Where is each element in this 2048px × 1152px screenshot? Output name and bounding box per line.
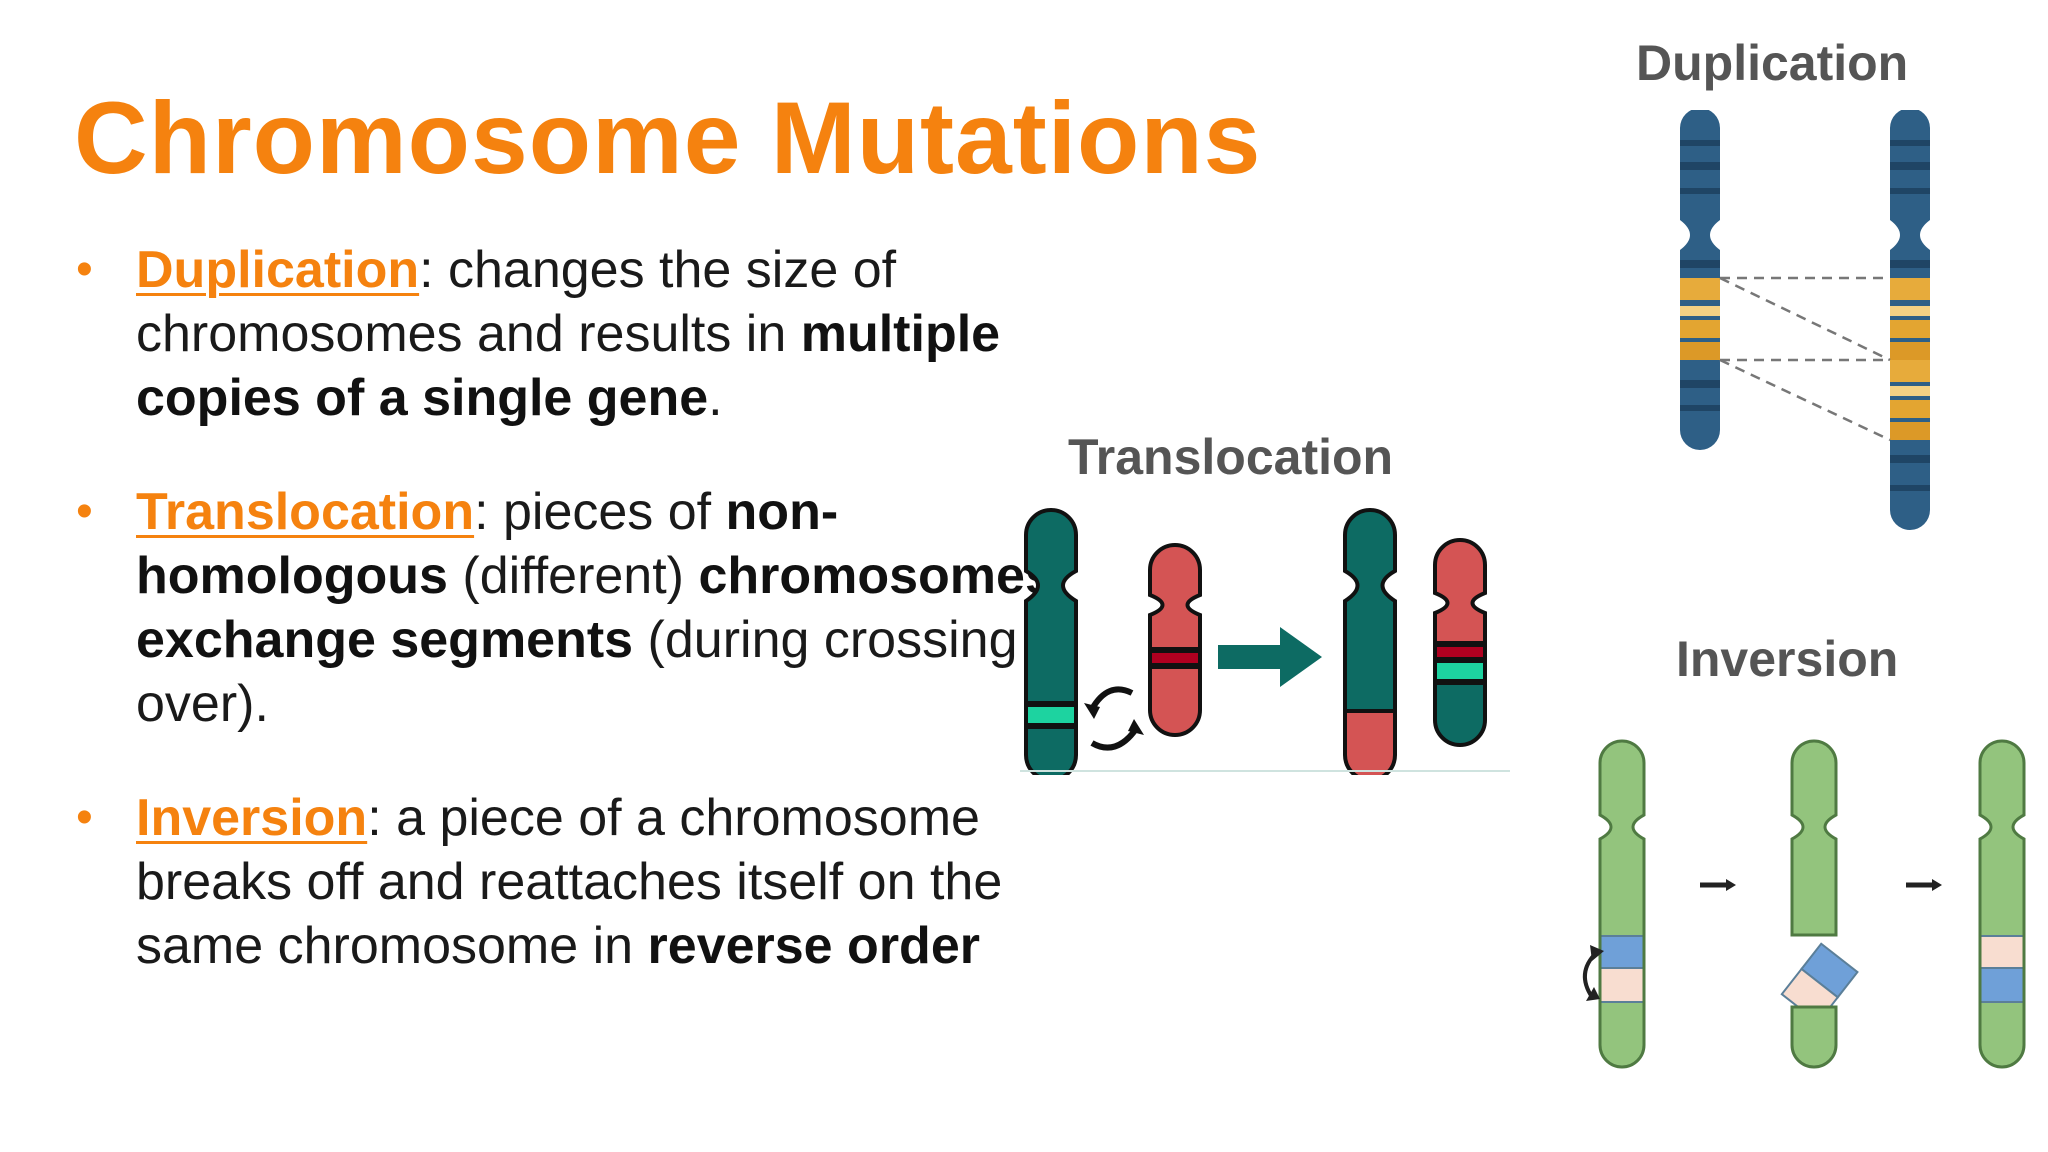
chromosome-original bbox=[1600, 741, 1644, 1067]
duplication-bold-1: multiple copies of a single gene bbox=[136, 305, 1001, 427]
duplication-figure-label: Duplication bbox=[1636, 35, 1909, 91]
bullet-inversion: • Inversion: a piece of a chromosome bre… bbox=[76, 786, 1076, 978]
bullet-list: • Duplication: changes the size of chrom… bbox=[76, 238, 1076, 978]
inversion-bold-1: reverse order bbox=[647, 917, 980, 975]
red-chromosome-before bbox=[1150, 545, 1200, 735]
exchange-arrows-icon bbox=[1089, 686, 1139, 751]
original-chromosome bbox=[1680, 110, 1720, 450]
inversion-diagram bbox=[1583, 739, 2026, 1069]
duplication-guide-lines bbox=[1719, 276, 1891, 442]
translocation-text-3: (during crossing over). bbox=[136, 611, 1018, 733]
translocation-bold-2: chromosomes exchange segments bbox=[136, 547, 1054, 669]
term-translocation-link[interactable]: Translocation bbox=[136, 483, 475, 541]
duplication-text-2: . bbox=[708, 369, 723, 427]
translocation-text-2: (different) bbox=[447, 547, 699, 605]
translocation-figure-label: Translocation bbox=[1068, 429, 1394, 485]
chromosome-inverted bbox=[1980, 741, 2024, 1067]
bullet-translocation: • Translocation: pieces of non-homologou… bbox=[76, 480, 1076, 736]
bullet-dot: • bbox=[76, 485, 93, 538]
term-inversion-link[interactable]: Inversion bbox=[136, 789, 368, 847]
bullet-dot: • bbox=[76, 791, 93, 844]
translocation-text-1: : pieces of bbox=[474, 483, 726, 541]
inversion-figure-label: Inversion bbox=[1676, 631, 1899, 687]
chromosome-breaking bbox=[1780, 739, 1859, 1069]
page-title: Chromosome Mutations bbox=[74, 81, 1262, 195]
arrow-right-icon-2 bbox=[1906, 879, 1942, 891]
translocation-bold-1: non-homologous bbox=[136, 483, 839, 605]
duplication-text-1: : changes the size of chromosomes and re… bbox=[136, 241, 897, 363]
inversion-text-1: : a piece of a chromosome breaks off and… bbox=[136, 789, 1003, 975]
duplication-diagram bbox=[1680, 110, 1930, 530]
teal-chromosome-before bbox=[1026, 510, 1076, 775]
bullet-dot: • bbox=[76, 243, 93, 296]
arrow-right-icon bbox=[1218, 627, 1322, 687]
bullet-duplication: • Duplication: changes the size of chrom… bbox=[76, 238, 1076, 430]
duplicated-chromosome bbox=[1890, 110, 1930, 530]
arrow-right-icon-1 bbox=[1700, 879, 1736, 891]
term-duplication-link[interactable]: Duplication bbox=[136, 241, 420, 299]
red-chromosome-after bbox=[1435, 540, 1485, 745]
translocation-diagram bbox=[1020, 508, 1510, 775]
teal-chromosome-after bbox=[1345, 510, 1395, 775]
